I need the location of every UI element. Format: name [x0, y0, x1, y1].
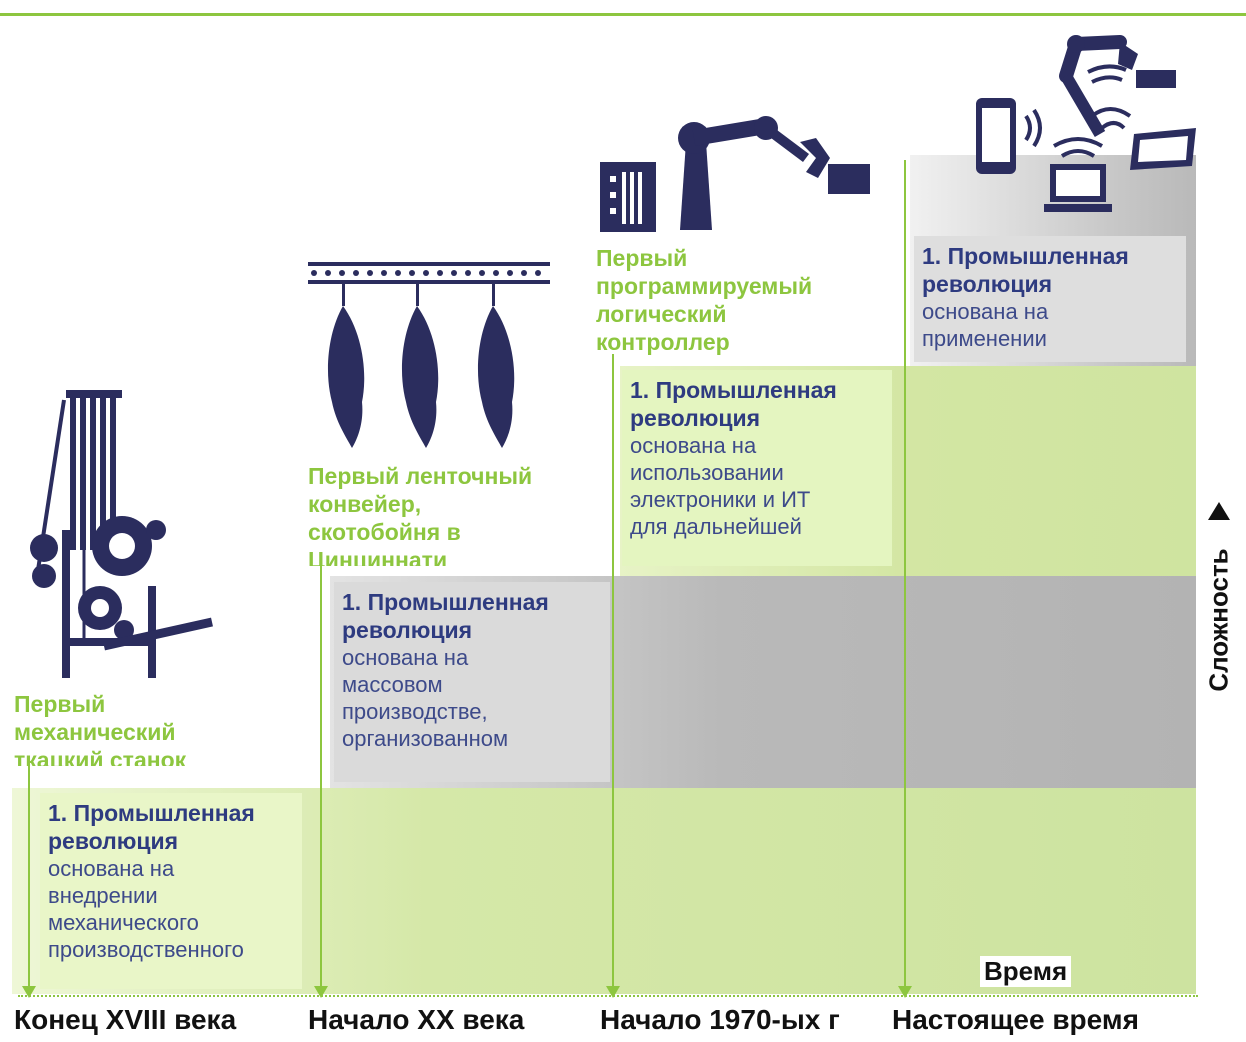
revolution-title: 1. Промышленная революция — [922, 243, 1129, 297]
era-label-3: Начало 1970-ых г — [600, 1004, 840, 1035]
up-arrow-icon — [1208, 502, 1230, 520]
timeline-arrow-4 — [898, 160, 912, 998]
revolution-box-3: 1. Промышленная революция основана на ис… — [622, 370, 892, 566]
revolution-title: 1. Промышленная революция — [342, 589, 549, 643]
y-axis: Сложность — [1196, 502, 1242, 730]
y-axis-label: Сложность — [1203, 548, 1234, 692]
revolution-description: основана на массовом производстве, орган… — [342, 645, 509, 751]
mechanical-loom-icon — [30, 390, 213, 678]
milestone-caption-2: Первый ленточный конвейер, скотобойня в … — [308, 463, 533, 566]
top-rule — [0, 13, 1246, 16]
revolution-box-2: 1. Промышленная революция основана на ма… — [334, 582, 610, 782]
x-axis-label: Время — [980, 956, 1072, 987]
timeline-arrow-2 — [314, 566, 328, 998]
revolution-box-1: 1. Промышленная революция основана на вн… — [40, 793, 302, 989]
revolution-description: основана на использовании электроники и … — [630, 433, 811, 539]
milestone-caption-1: Первый механический ткацкий станок — [14, 691, 187, 766]
revolution-description: основана на внедрении механического прои… — [48, 856, 244, 962]
revolution-title: 1. Промышленная революция — [630, 377, 837, 431]
revolution-title: 1. Промышленная революция — [48, 800, 255, 854]
revolution-box-4: 1. Промышленная революция основана на пр… — [914, 236, 1186, 362]
era-label-4: Настоящее время — [892, 1004, 1139, 1035]
era-label-1: Конец XVIII века — [14, 1004, 237, 1035]
timeline-arrow-1 — [22, 760, 36, 998]
timeline-arrow-3 — [606, 354, 620, 998]
robot-arm-controller-icon — [600, 116, 870, 232]
era-label-2: Начало XX века — [308, 1004, 525, 1035]
conveyor-carcasses-icon — [308, 262, 550, 448]
revolution-description: основана на применении — [922, 299, 1049, 351]
milestone-caption-3: Первый программируемый логический контро… — [596, 245, 813, 355]
connected-devices-icon — [976, 35, 1196, 212]
timeline-baseline — [18, 995, 1198, 997]
